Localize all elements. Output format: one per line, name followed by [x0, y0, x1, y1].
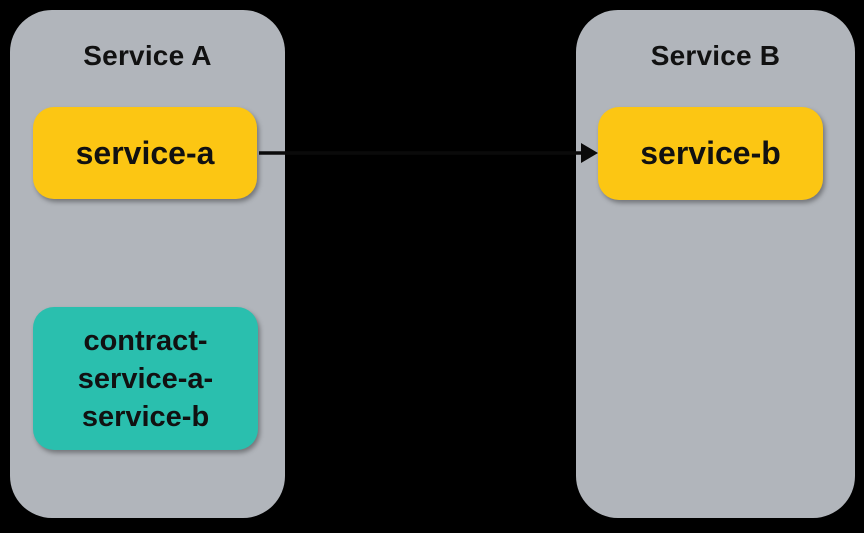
node-contract-service-a-service-b: contract- service-a- service-b [33, 307, 258, 450]
group-service-b: Service B service-b [576, 10, 855, 518]
node-service-a: service-a [33, 107, 257, 199]
node-contract-label-line2: service-a- [77, 362, 214, 395]
node-service-b: service-b [598, 107, 823, 200]
group-service-a-title: Service A [83, 40, 212, 71]
group-service-a: Service A service-a contract- service-a-… [10, 10, 285, 518]
node-contract-label-line1: contract- [83, 324, 208, 357]
node-service-a-label: service-a [75, 134, 215, 171]
node-contract-label-line3: service-b [81, 400, 210, 433]
node-service-b-label: service-b [640, 135, 781, 171]
group-service-b-title: Service B [650, 40, 781, 71]
